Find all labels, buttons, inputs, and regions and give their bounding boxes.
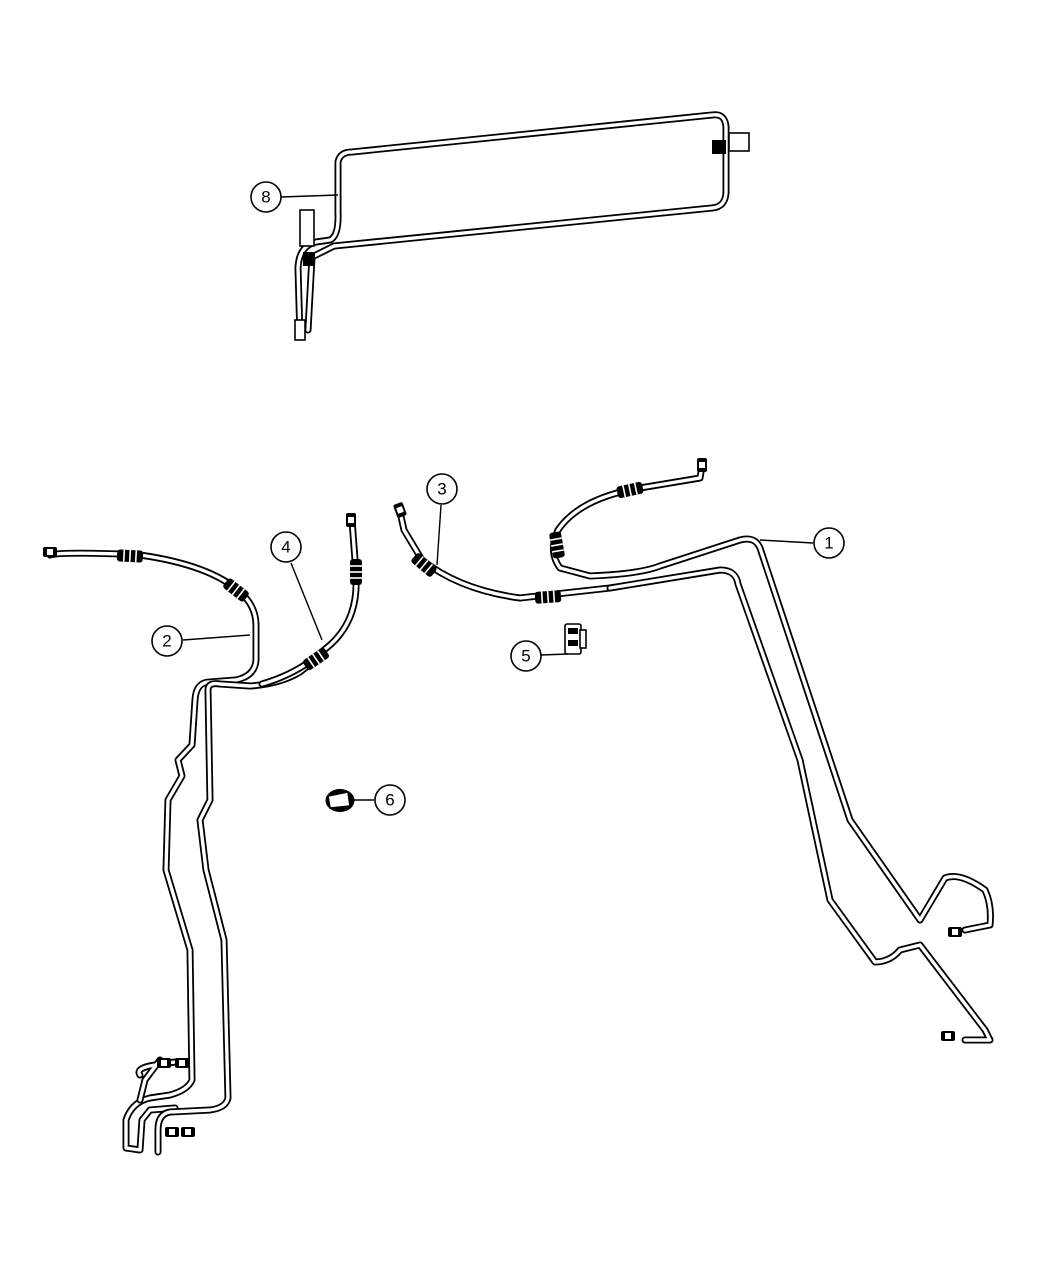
line-2-tube-c-inner [137, 1058, 177, 1102]
callout-4: 4 [270, 531, 302, 563]
cooler-mount-block-left [303, 252, 315, 266]
callout-5-label: 5 [521, 647, 530, 666]
hose-3-outer [396, 508, 614, 602]
line-2-tube-a-inner [48, 551, 258, 1152]
hose-4-coupler-a [349, 558, 363, 586]
line-1-tube-a-inner [551, 464, 993, 932]
cooler-hose-3 [392, 501, 614, 605]
callout-4-label: 4 [281, 538, 290, 557]
cooler-mount-block [712, 140, 726, 154]
callout-2: 2 [151, 625, 183, 657]
hose-3-end-fitting [392, 501, 408, 519]
leader-5 [540, 653, 569, 656]
cooler-hose-4 [258, 513, 363, 688]
line-2-fitting-upper [157, 1058, 171, 1068]
retainer-part-6 [325, 789, 355, 812]
line-2-coupler-a [115, 548, 145, 564]
clip-part-5 [564, 623, 587, 655]
cooler-bracket-right [728, 132, 750, 152]
callout-3: 3 [426, 473, 458, 505]
line-1-tube-b-inner [608, 568, 992, 1042]
hose-3-inner [398, 510, 612, 600]
callout-1: 1 [813, 527, 845, 559]
leader-8 [280, 194, 339, 198]
leader-4 [290, 562, 323, 641]
line-1-fitting-lower [941, 1031, 955, 1041]
cooler-tube-end [294, 319, 306, 341]
hose-4-coupler-b [301, 645, 331, 673]
transmission-oil-cooler [294, 111, 750, 341]
callout-6: 6 [374, 784, 406, 816]
hose-4-end-fitting [346, 513, 356, 527]
hose-4-inner [260, 518, 358, 686]
line-1-tube-b-outer [606, 566, 994, 1044]
line-2-end-fitting [43, 547, 57, 557]
leader-1 [759, 539, 814, 544]
line-1-end-fitting [697, 458, 707, 472]
callout-6-label: 6 [385, 791, 394, 810]
callout-5: 5 [510, 640, 542, 672]
line-1-fitting-upper [948, 927, 962, 937]
callout-1-label: 1 [824, 534, 833, 553]
leader-2 [182, 634, 251, 641]
callout-2-label: 2 [162, 632, 171, 651]
hose-3-coupler-b [533, 589, 563, 605]
callout-8-label: 8 [261, 188, 270, 207]
cooler-bracket-left [299, 209, 315, 247]
callout-3-label: 3 [437, 480, 446, 499]
line-1-tube-a-outer [550, 462, 994, 934]
leader-3 [436, 504, 442, 566]
callout-8: 8 [250, 181, 282, 213]
leader-lines [182, 194, 814, 801]
cooler-tube-outer [294, 111, 730, 341]
line-2-fitting-upper-b [175, 1058, 189, 1068]
line-1-coupler-a [615, 480, 645, 500]
line-2-fitting-lower-b [181, 1127, 195, 1137]
cooler-line-2 [43, 547, 314, 1156]
line-2-fitting-lower [165, 1127, 179, 1137]
cooler-line-1 [548, 458, 994, 1044]
